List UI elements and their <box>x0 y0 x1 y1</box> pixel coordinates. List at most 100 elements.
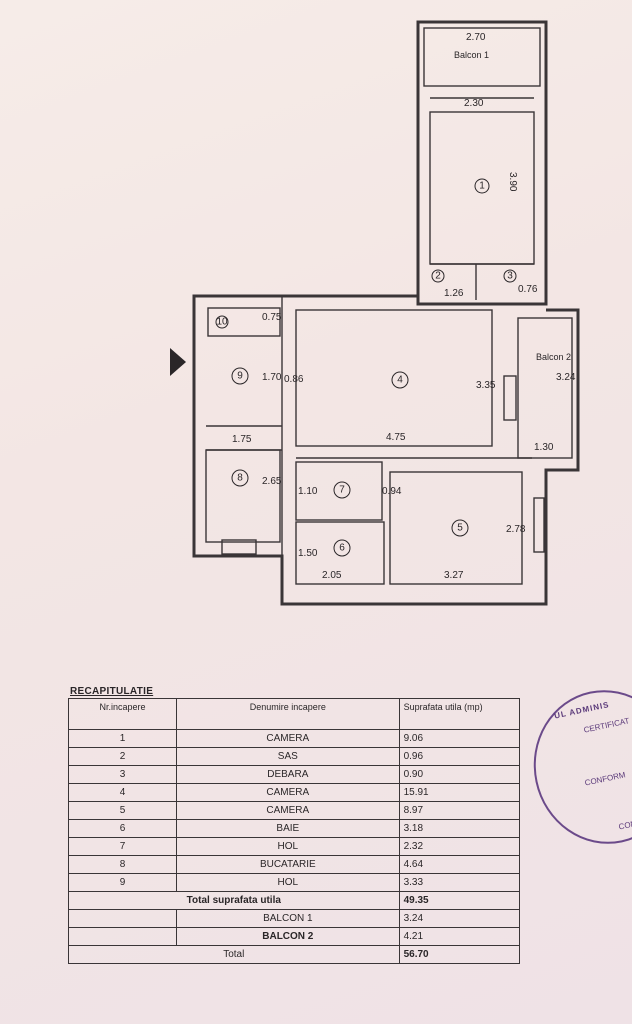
cell-empty <box>67 909 178 928</box>
balcony-1-outline <box>423 27 541 87</box>
cell-balcony-name: BALCON 1 <box>176 909 400 928</box>
dim-balcon1-width: 2.70 <box>466 32 486 43</box>
stamp-line-2: CERTIFICAT <box>582 716 631 735</box>
dim-room3-height: 0.76 <box>518 284 538 295</box>
cell-room-name: CAMERA <box>176 801 400 820</box>
stamp-line-3: CONFORM <box>583 770 627 788</box>
dim-room4-height: 3.35 <box>476 380 496 391</box>
room-2-number: 2 <box>435 271 441 282</box>
header-room-no: Nr.incapere <box>67 698 178 730</box>
dim-room9-side: 0.86 <box>284 374 304 385</box>
room-3-marker <box>503 269 517 283</box>
room-3-number: 3 <box>507 271 513 282</box>
room-1-marker <box>474 178 490 194</box>
header-area: Suprafata utila (mp) <box>398 698 521 730</box>
room-1-number: 1 <box>479 181 485 192</box>
dim-room10-width: 0.75 <box>262 312 282 323</box>
dim-room5-height: 2.78 <box>506 524 526 535</box>
cell-area: 15.91 <box>398 783 521 802</box>
room-5-marker <box>451 519 469 537</box>
dim-room5-width: 3.27 <box>444 570 464 581</box>
room-9-marker <box>231 367 249 385</box>
wall-upper-wing <box>416 20 548 306</box>
window-room8 <box>221 539 257 555</box>
cell-area: 3.18 <box>398 819 521 838</box>
room-8-outline <box>205 449 281 543</box>
cell-room-name: HOL <box>176 837 400 856</box>
cell-balcony-area: 3.24 <box>398 909 521 928</box>
cell-room-no: 9 <box>67 873 178 892</box>
window-room4 <box>503 375 517 421</box>
room-6-number: 6 <box>339 543 345 554</box>
dim-room4-width: 4.75 <box>386 432 406 443</box>
recap-table: Nr.incapere Denumire incapere Suprafata … <box>67 698 521 964</box>
recap-header-row: Nr.incapere Denumire incapere Suprafata … <box>67 698 521 730</box>
room-7-marker <box>333 481 351 499</box>
room-10-outline <box>207 307 281 337</box>
dim-room7-height: 1.10 <box>298 486 318 497</box>
cell-room-name: HOL <box>176 873 400 892</box>
cell-room-name: BUCATARIE <box>176 855 400 874</box>
cell-area: 2.32 <box>398 837 521 856</box>
dim-room7-width: 0.94 <box>382 486 402 497</box>
room-10-number: 10 <box>216 317 228 328</box>
room-8-marker <box>231 469 249 487</box>
cell-area: 0.90 <box>398 765 521 784</box>
header-room-name: Denumire incapere <box>176 698 400 730</box>
room-7-outline <box>295 461 383 521</box>
cell-area: 3.33 <box>398 873 521 892</box>
dim-balcon2-width: 1.30 <box>534 442 554 453</box>
cell-room-name: CAMERA <box>176 783 400 802</box>
cell-area: 9.06 <box>398 729 521 748</box>
stamp-line-4: CONST <box>617 816 632 832</box>
room-8-number: 8 <box>237 473 243 484</box>
cell-room-no: 3 <box>67 765 178 784</box>
dim-room9-width: 1.75 <box>232 434 252 445</box>
cell-room-no: 4 <box>67 783 178 802</box>
total-label: Total <box>68 945 400 964</box>
room-2-marker <box>431 269 445 283</box>
dim-balcon2-depth: 3.24 <box>556 372 576 383</box>
room-6-marker <box>333 539 351 557</box>
official-stamp: UL ADMINIS CERTIFICAT CONFORM CONST <box>519 676 632 858</box>
total-util-label: Total suprafata utila <box>68 891 400 910</box>
cell-area: 8.97 <box>398 801 521 820</box>
room-5-outline <box>389 471 523 585</box>
balcony-2-outline <box>517 317 573 459</box>
cell-room-no: 1 <box>67 729 178 748</box>
entry-arrow-icon <box>170 348 186 376</box>
balcony-2-label: Balcon 2 <box>536 352 571 362</box>
stamp-line-1: UL ADMINIS <box>553 700 611 721</box>
cell-room-no: 7 <box>67 837 178 856</box>
room-4-number: 4 <box>397 375 403 386</box>
dim-room1-width: 2.30 <box>464 98 484 109</box>
room-4-outline <box>295 309 493 447</box>
cell-balcony-name: BALCON 2 <box>176 927 400 946</box>
room-10-marker <box>215 315 229 329</box>
dim-room1-height: 3.90 <box>507 172 518 192</box>
cell-area: 4.64 <box>398 855 521 874</box>
wall-main-outer <box>192 294 580 606</box>
room-4-marker <box>391 371 409 389</box>
cell-empty <box>67 927 178 946</box>
floor-plan: 2.70 Balcon 1 2.30 1 3.90 2 3 1.26 0.76 … <box>170 20 580 606</box>
room-7-number: 7 <box>339 485 345 496</box>
cell-balcony-area: 4.21 <box>398 927 521 946</box>
cell-room-name: DEBARA <box>176 765 400 784</box>
cell-room-name: SAS <box>176 747 400 766</box>
cell-room-no: 5 <box>67 801 178 820</box>
dim-room2-width: 1.26 <box>444 288 464 299</box>
room-9-number: 9 <box>237 371 243 382</box>
dim-room6-width: 2.05 <box>322 570 342 581</box>
